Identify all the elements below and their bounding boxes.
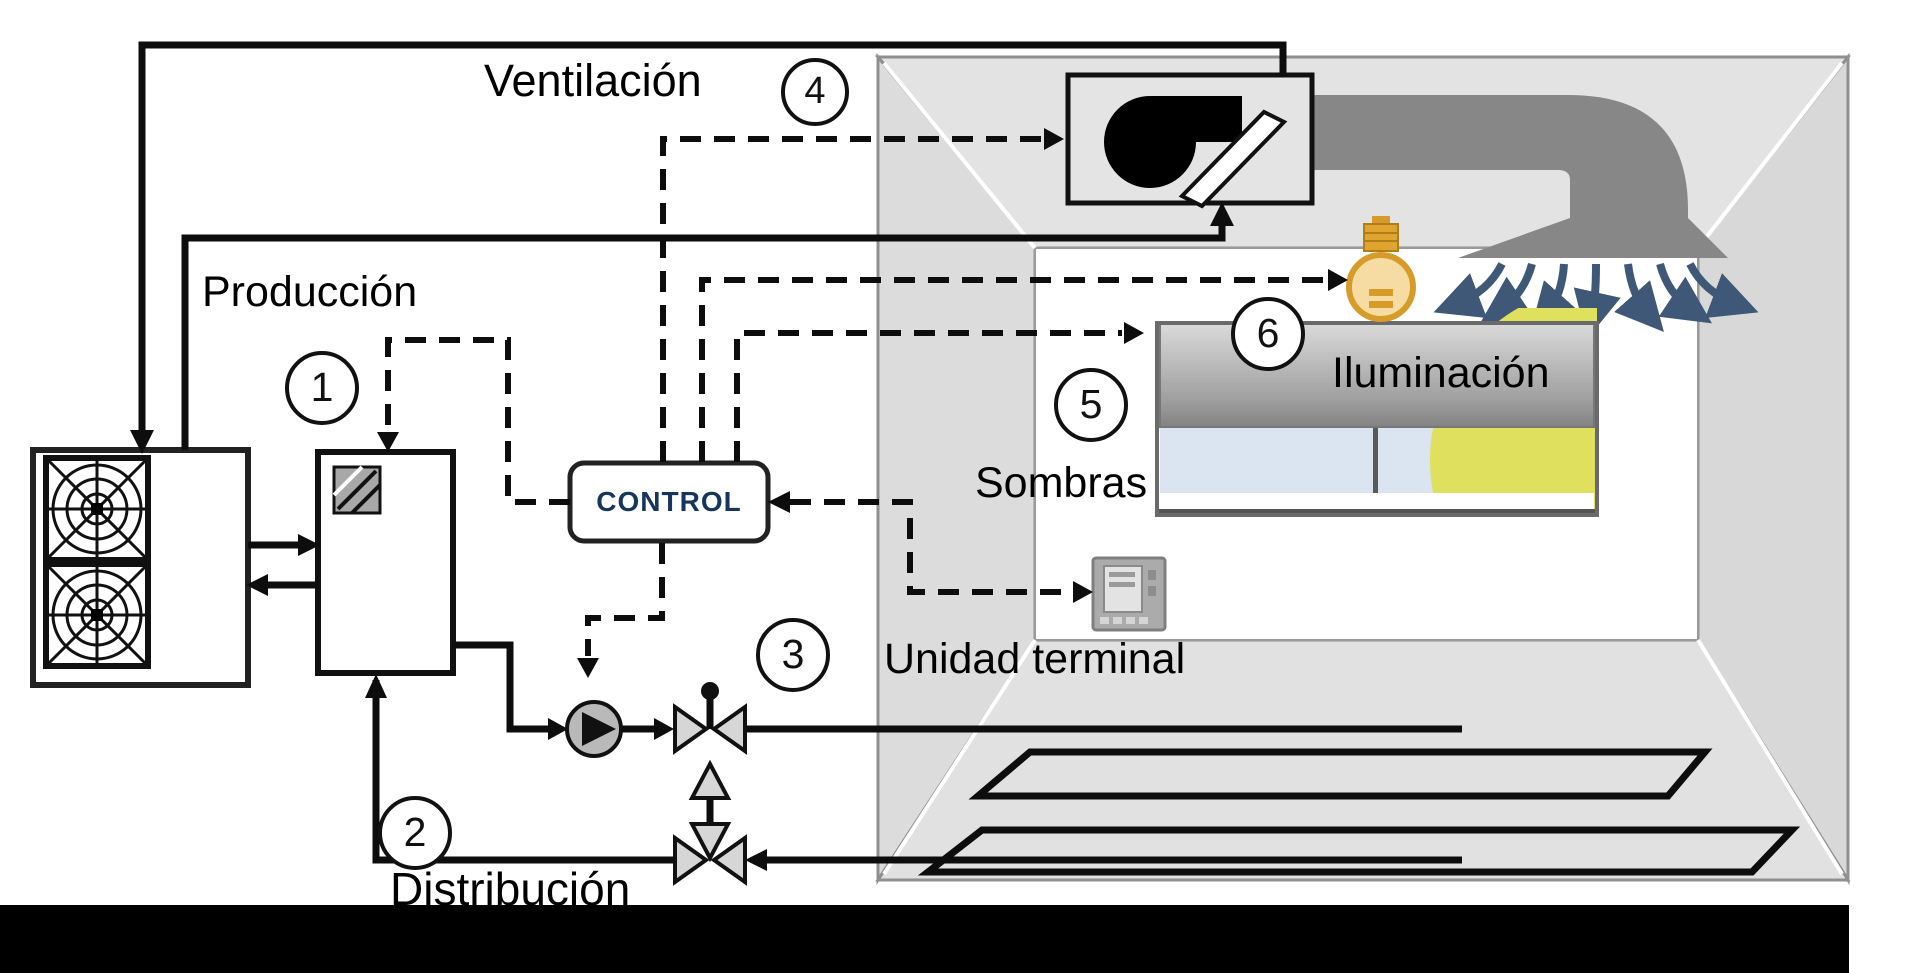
lighting-label: Iluminación <box>1332 349 1550 397</box>
terminal-unit-label: Unidad terminal <box>884 635 1186 683</box>
room-corner-seams <box>882 61 1844 876</box>
marker-4-ventilation: 4 <box>781 58 849 126</box>
shades-label: Sombras <box>975 459 1148 507</box>
air-line-arrowheads <box>130 202 1234 454</box>
three-way-valve-icon <box>673 822 747 886</box>
air-diffuser <box>1458 218 1728 258</box>
pump-icon <box>565 700 623 758</box>
damper-icon <box>1178 109 1288 209</box>
storage-tank <box>315 449 456 676</box>
control-box-label: CONTROL <box>596 486 742 517</box>
marker-6-lighting: 6 <box>1231 297 1305 371</box>
heat-pump-unit <box>30 447 251 688</box>
thermostat <box>1091 556 1167 632</box>
tank-coil-icon <box>332 465 382 515</box>
window-frame <box>1155 321 1599 517</box>
footer-black-bar <box>0 905 1849 973</box>
fan-icon <box>1104 96 1242 188</box>
control-signal-arrowheads <box>377 128 1348 678</box>
ventilation-label: Ventilación <box>484 55 702 106</box>
distribution-label: Distribución <box>390 863 631 915</box>
three-way-valve-icon <box>673 682 747 800</box>
fan-grille-icon <box>43 455 151 563</box>
marker-5-shades: 5 <box>1054 368 1128 442</box>
supply-duct <box>1312 95 1728 258</box>
control-signal-lines <box>385 136 1326 656</box>
window-sill <box>1160 493 1594 509</box>
marker-1-production: 1 <box>285 351 359 425</box>
ahu-fan-box <box>1065 72 1315 209</box>
water-pipes <box>248 541 1462 864</box>
window-frame-bottom <box>1157 509 1597 515</box>
light-bulb-icon <box>1346 216 1416 322</box>
marker-3-terminal-unit: 3 <box>756 618 830 692</box>
fan-grille-icon <box>43 561 151 669</box>
marker-2-distribution: 2 <box>378 796 452 870</box>
window-mullion <box>1373 427 1378 493</box>
water-pipe-arrowheads <box>246 534 767 871</box>
production-label: Producción <box>202 268 418 316</box>
